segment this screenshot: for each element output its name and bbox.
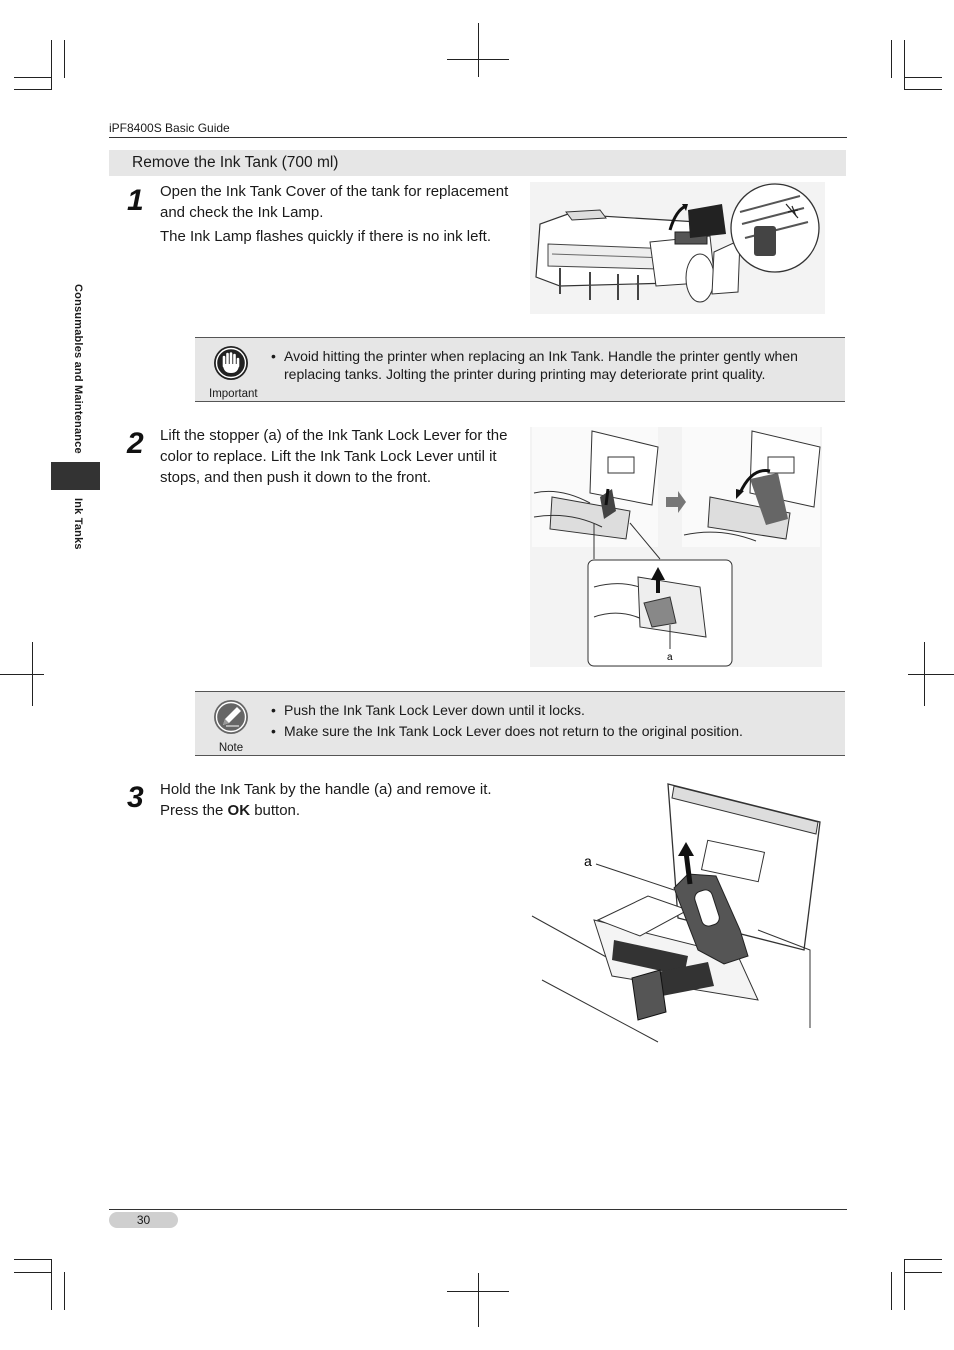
- crop-mark: [478, 23, 479, 77]
- note-item-text: Make sure the Ink Tank Lock Lever does n…: [284, 723, 743, 739]
- crop-mark: [64, 40, 65, 78]
- note-icon-wrap: Note: [209, 699, 253, 754]
- sidebar-tab: [51, 462, 100, 490]
- step-3-remove-tank-illustration: a: [531, 783, 821, 1043]
- crop-mark: [14, 1272, 52, 1273]
- note-label: Note: [218, 742, 244, 754]
- crop-mark: [14, 89, 52, 90]
- crop-mark: [14, 77, 52, 78]
- step-3-text-before: Hold the Ink Tank by the handle (a) and …: [160, 781, 492, 819]
- hand-stop-icon: [214, 346, 248, 380]
- header-rule: [109, 137, 847, 138]
- pencil-icon: [214, 700, 248, 734]
- important-list: •Avoid hitting the printer when replacin…: [271, 347, 831, 386]
- important-icon-wrap: Important: [209, 345, 258, 400]
- step-2-text: Lift the stopper (a) of the Ink Tank Loc…: [160, 425, 510, 491]
- step-3-label-a: a: [584, 853, 592, 869]
- step-1-paragraph: Open the Ink Tank Cover of the tank for …: [160, 183, 509, 221]
- crop-mark: [0, 674, 44, 675]
- crop-mark: [51, 40, 52, 90]
- crop-mark: [904, 77, 942, 78]
- step-2-paragraph: Lift the stopper (a) of the Ink Tank Loc…: [160, 427, 508, 486]
- crop-mark: [891, 1272, 892, 1310]
- chapter-label: Consumables and Maintenance: [72, 284, 84, 454]
- important-label: Important: [209, 388, 258, 400]
- crop-mark: [32, 642, 33, 706]
- crop-mark: [904, 1260, 905, 1310]
- footer-rule: [109, 1209, 847, 1210]
- crop-mark: [908, 674, 954, 675]
- step-3-text-after: button.: [250, 802, 301, 819]
- crop-mark: [14, 1259, 52, 1260]
- topic-label: Ink Tanks: [72, 498, 84, 550]
- crop-mark: [924, 642, 925, 706]
- note-item: •Make sure the Ink Tank Lock Lever does …: [271, 723, 743, 739]
- document-title: iPF8400S Basic Guide: [109, 121, 230, 135]
- step-1-text: Open the Ink Tank Cover of the tank for …: [160, 181, 510, 250]
- ok-button-label: OK: [227, 802, 251, 819]
- step-1-printer-illustration: [530, 182, 825, 314]
- crop-mark: [891, 40, 892, 78]
- note-list: •Push the Ink Tank Lock Lever down until…: [271, 701, 831, 743]
- important-box: Important •Avoid hitting the printer whe…: [195, 337, 845, 402]
- crop-mark: [64, 1272, 65, 1310]
- note-item: •Push the Ink Tank Lock Lever down until…: [271, 702, 585, 718]
- important-item: •Avoid hitting the printer when replacin…: [271, 348, 798, 382]
- step-2-lock-lever-illustration: a: [530, 427, 822, 667]
- step-1-number: 1: [127, 184, 144, 217]
- step-2-number: 2: [127, 427, 144, 460]
- crop-mark: [478, 1273, 479, 1327]
- section-heading-bar: [109, 150, 846, 176]
- step-2-label-a: a: [667, 652, 673, 663]
- important-item-text: Avoid hitting the printer when replacing…: [284, 348, 798, 382]
- page-number: 30: [109, 1212, 178, 1228]
- section-title: Remove the Ink Tank (700 ml): [132, 154, 339, 171]
- note-item-text: Push the Ink Tank Lock Lever down until …: [284, 702, 585, 718]
- step-3-paragraph: Hold the Ink Tank by the handle (a) and …: [160, 779, 510, 821]
- crop-mark: [51, 1260, 52, 1310]
- note-box: Note •Push the Ink Tank Lock Lever down …: [195, 691, 845, 756]
- step-1-paragraph: The Ink Lamp flashes quickly if there is…: [160, 228, 491, 245]
- crop-mark: [904, 1259, 942, 1260]
- step-3-number: 3: [127, 781, 144, 814]
- crop-mark: [904, 40, 905, 90]
- crop-mark: [904, 1272, 942, 1273]
- step-3-text: Hold the Ink Tank by the handle (a) and …: [160, 779, 510, 824]
- crop-mark: [904, 89, 942, 90]
